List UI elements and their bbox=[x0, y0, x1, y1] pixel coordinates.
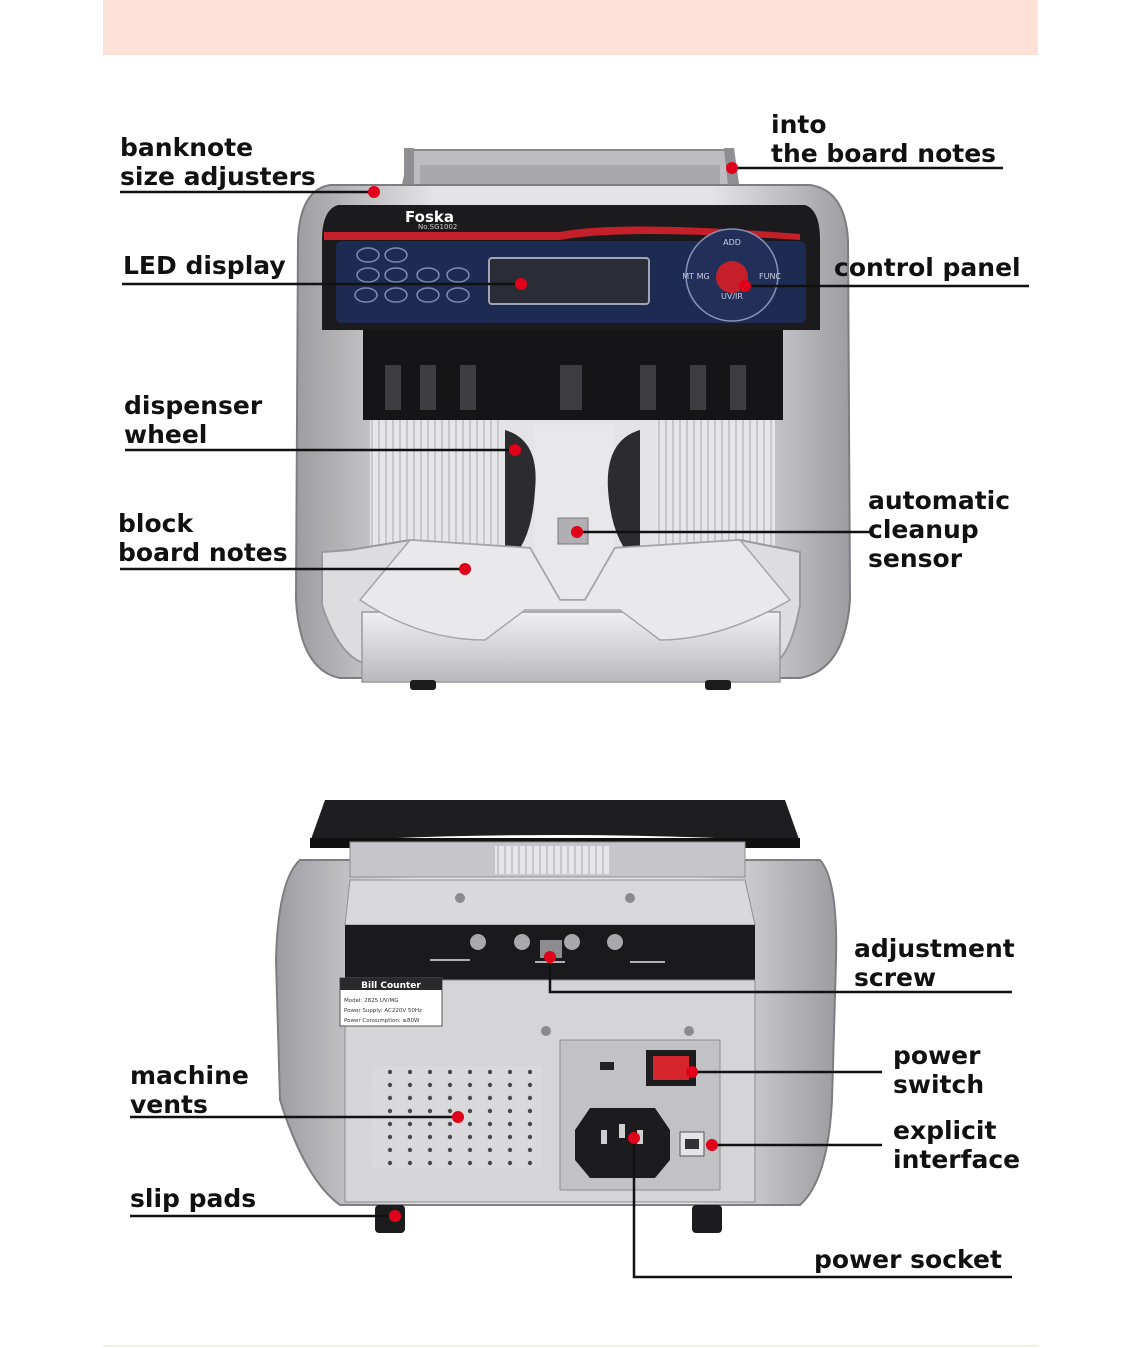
label-line: the board notes bbox=[771, 139, 997, 168]
back-machine: Bill Counter Model: 2825 UV/MG Power Sup… bbox=[274, 800, 838, 1233]
dispenser-wheel-left bbox=[505, 430, 536, 565]
leader-power-socket bbox=[632, 1138, 1012, 1279]
label-line: control panel bbox=[834, 253, 1021, 282]
label-line: vents bbox=[130, 1090, 208, 1119]
label-machine-vents: machine vents bbox=[130, 1061, 249, 1119]
dot-machine-vents bbox=[452, 1111, 464, 1123]
back-plate bbox=[344, 879, 756, 926]
label-dispenser-wheel: dispenser wheel bbox=[124, 391, 262, 449]
small-port bbox=[600, 1062, 614, 1070]
dot-power-socket bbox=[628, 1132, 640, 1144]
dot-slip-pads bbox=[389, 1210, 401, 1222]
label-line: switch bbox=[893, 1070, 985, 1099]
markers bbox=[368, 162, 751, 1222]
label-cleanup-sensor: automatic cleanup sensor bbox=[868, 486, 1010, 573]
dot-adjustment-screw bbox=[544, 951, 556, 963]
back-top-cover bbox=[310, 800, 800, 842]
label-line: power bbox=[893, 1041, 981, 1070]
label-line: wheel bbox=[124, 420, 208, 449]
feed-tray-slot bbox=[420, 165, 720, 187]
panel-btn-func: FUNC bbox=[759, 272, 781, 281]
screw-a bbox=[470, 934, 486, 950]
back-foot-right bbox=[692, 1205, 722, 1233]
screw-b bbox=[514, 934, 530, 950]
label-power-switch: power switch bbox=[893, 1041, 984, 1099]
label-line: board notes bbox=[118, 538, 288, 567]
panel-btn-uv: UV/IR bbox=[721, 292, 743, 301]
dot-led-display bbox=[515, 278, 527, 290]
label-line: into bbox=[771, 110, 827, 139]
label-block-board-notes: block board notes bbox=[118, 509, 288, 567]
label-line: dispenser bbox=[124, 391, 263, 420]
label-line: automatic bbox=[868, 486, 1011, 515]
label-line: banknote bbox=[120, 133, 254, 162]
label-power-socket: power socket bbox=[814, 1245, 1002, 1274]
interface-port-hole bbox=[685, 1139, 699, 1149]
plate-screw-2 bbox=[625, 893, 635, 903]
panel-screw-2 bbox=[684, 1026, 694, 1036]
dot-cleanup-sensor bbox=[571, 526, 583, 538]
keypad bbox=[354, 247, 470, 303]
front-machine: ADD MT MG FUNC UV/IR Foska No.SG1002 bbox=[294, 148, 852, 690]
sticker-row-3: Power Consumption: ≤80W bbox=[344, 1018, 420, 1024]
leader-adjustment-screw bbox=[548, 957, 1012, 994]
label-line: adjustment bbox=[854, 934, 1015, 963]
brand-logo: Foska bbox=[405, 208, 454, 226]
bottom-rule bbox=[103, 1345, 1038, 1347]
dot-size-adjusters bbox=[368, 186, 380, 198]
label-line: screw bbox=[854, 963, 937, 992]
label-line: block bbox=[118, 509, 194, 538]
header-band bbox=[103, 0, 1038, 55]
panel-btn-add: ADD bbox=[723, 238, 741, 247]
screw-c bbox=[564, 934, 580, 950]
label-line: slip pads bbox=[130, 1184, 257, 1213]
label-line: explicit bbox=[893, 1116, 997, 1145]
dot-board-notes-into bbox=[726, 162, 738, 174]
label-line: sensor bbox=[868, 544, 963, 573]
screw-d bbox=[607, 934, 623, 950]
label-adjustment-screw: adjustment screw bbox=[854, 934, 1015, 992]
socket-pin-2 bbox=[619, 1124, 625, 1138]
sticker-row-1: Model: 2825 UV/MG bbox=[344, 998, 399, 1004]
leaders bbox=[120, 166, 1029, 1279]
label-line: interface bbox=[893, 1145, 1021, 1174]
label-slip-pads: slip pads bbox=[130, 1184, 256, 1213]
socket-pin-3 bbox=[637, 1130, 643, 1144]
label-line: power socket bbox=[814, 1245, 1002, 1274]
label-led-display: LED display bbox=[123, 251, 286, 280]
label-line: LED display bbox=[123, 251, 286, 280]
dot-block-board-notes bbox=[459, 563, 471, 575]
dot-power-switch bbox=[686, 1066, 698, 1078]
label-line: size adjusters bbox=[120, 162, 316, 191]
socket-housing bbox=[575, 1108, 670, 1178]
back-tray-grille bbox=[495, 846, 610, 874]
label-control-panel: control panel bbox=[834, 253, 1021, 282]
front-foot-right bbox=[705, 680, 731, 690]
panel-screw-1 bbox=[541, 1026, 551, 1036]
led-display bbox=[488, 257, 650, 305]
sticker-title: Bill Counter bbox=[361, 981, 421, 991]
sticker-row-2: Power Supply: AC220V 50Hz bbox=[344, 1008, 422, 1014]
front-foot-left bbox=[410, 680, 436, 690]
panel-btn-mt: MT MG bbox=[682, 272, 709, 281]
rollers bbox=[385, 365, 746, 410]
plate-screw-1 bbox=[455, 893, 465, 903]
dot-control-panel bbox=[739, 280, 751, 292]
red-switch bbox=[653, 1056, 689, 1080]
bill-counter-sticker: Bill Counter Model: 2825 UV/MG Power Sup… bbox=[339, 977, 443, 1027]
dot-explicit-interface bbox=[706, 1139, 718, 1151]
label-line: machine bbox=[130, 1061, 249, 1090]
red-stripe bbox=[324, 226, 800, 240]
model-text: No.SG1002 bbox=[418, 223, 457, 231]
label-explicit-interface: explicit interface bbox=[893, 1116, 1020, 1174]
label-board-notes-into: into the board notes bbox=[771, 110, 996, 168]
label-size-adjusters: banknote size adjusters bbox=[120, 133, 316, 191]
label-line: cleanup bbox=[868, 515, 979, 544]
socket-pin-1 bbox=[601, 1130, 607, 1144]
dot-dispenser-wheel bbox=[509, 444, 521, 456]
